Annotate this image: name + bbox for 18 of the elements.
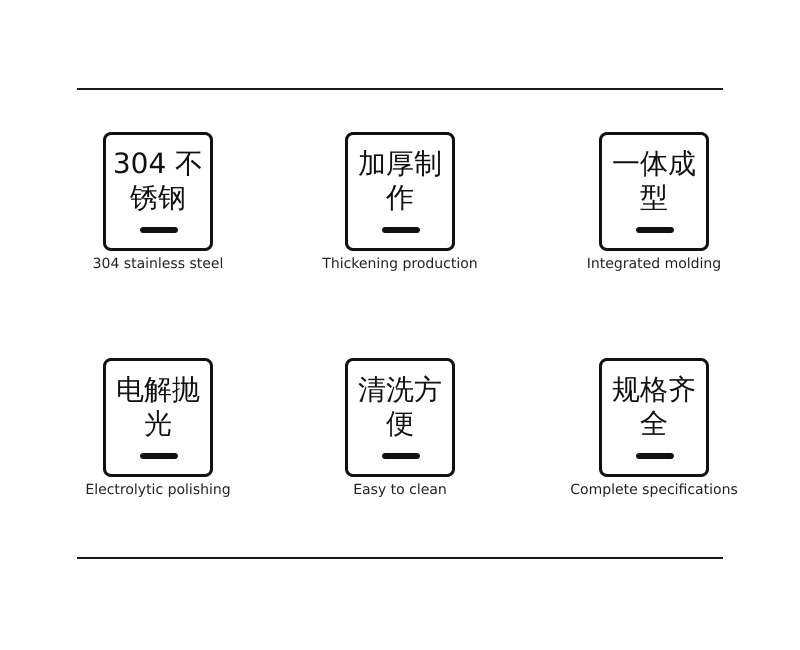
feature-caption: Complete specifications xyxy=(569,482,739,498)
feature-title: 电解抛光 xyxy=(115,373,201,441)
feature-title: 一体成型 xyxy=(611,147,697,215)
feature-card xyxy=(599,132,709,251)
feature-title: 加厚制作 xyxy=(357,147,443,215)
feature-card xyxy=(103,132,213,251)
feature-caption: Integrated molding xyxy=(586,256,722,272)
feature-caption: Thickening production xyxy=(321,256,479,272)
feature-card xyxy=(599,358,709,477)
feature-title: 304 不锈钢 xyxy=(112,147,204,215)
feature-caption: 304 stainless steel xyxy=(92,256,224,272)
feature-title: 规格齐全 xyxy=(611,373,697,441)
feature-caption: Easy to clean xyxy=(352,482,448,498)
feature-title: 清洗方便 xyxy=(357,373,443,441)
feature-caption: Electrolytic polishing xyxy=(84,482,232,498)
feature-card xyxy=(103,358,213,477)
feature-card xyxy=(345,132,455,251)
feature-card xyxy=(345,358,455,477)
